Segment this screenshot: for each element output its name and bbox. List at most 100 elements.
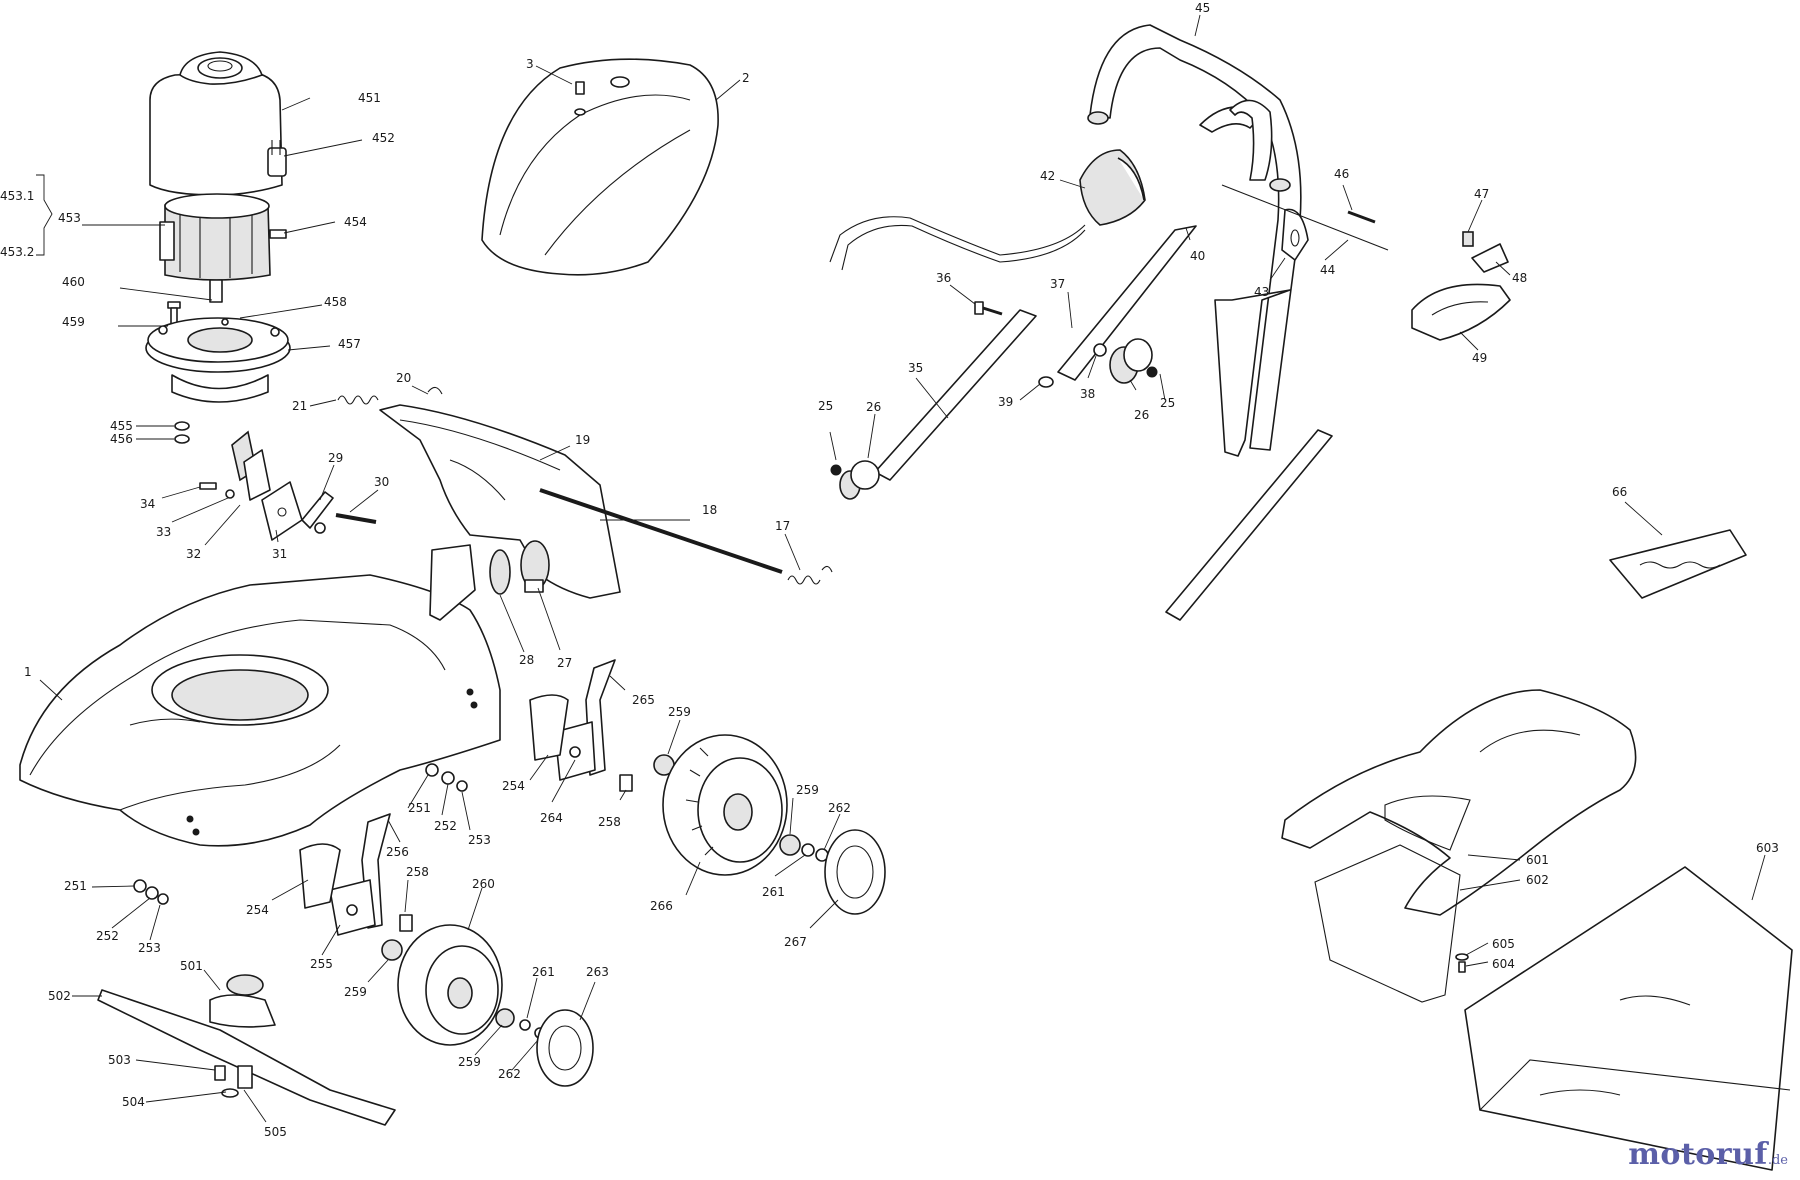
- washer-261-rear: [801, 843, 815, 857]
- label-45: 45: [1195, 1, 1210, 15]
- label-32: 32: [186, 547, 201, 561]
- label-252b: 252: [96, 929, 119, 943]
- label-253a: 253: [468, 833, 491, 847]
- upper-handle-45: [1087, 24, 1302, 451]
- label-35: 35: [908, 361, 923, 375]
- screw-36: [974, 301, 1003, 316]
- label-49: 49: [1472, 351, 1487, 365]
- label-40: 40: [1190, 249, 1205, 263]
- label-261a: 261: [762, 885, 785, 899]
- label-30: 30: [374, 475, 389, 489]
- label-33: 33: [156, 525, 171, 539]
- bolt-258-upper: [619, 774, 633, 792]
- gear-259-front: [381, 939, 403, 961]
- washer-456: [174, 434, 190, 444]
- label-502: 502: [48, 989, 71, 1003]
- bracket-255: [329, 879, 376, 936]
- label-3: 3: [526, 57, 534, 71]
- switch-box-42: [1079, 149, 1146, 226]
- label-601: 601: [1526, 853, 1549, 867]
- screw-3: [574, 81, 586, 116]
- label-29: 29: [328, 451, 343, 465]
- label-459: 459: [62, 315, 85, 329]
- screw-604-605: [1455, 953, 1469, 973]
- label-259b: 259: [796, 783, 819, 797]
- label-454: 454: [344, 215, 367, 229]
- label-43: 43: [1254, 285, 1269, 299]
- bracket-264: [554, 721, 596, 781]
- part-labels: 1 2 3 17 18 19 20 21 25 26 25 26 27 28 2…: [0, 1, 1779, 1139]
- rear-flap-19: [379, 404, 621, 599]
- label-66: 66: [1612, 485, 1627, 499]
- grass-box-frame-602: [1314, 844, 1461, 1003]
- label-47: 47: [1474, 187, 1489, 201]
- label-26b: 26: [1134, 408, 1149, 422]
- label-456: 456: [110, 432, 133, 446]
- leader-lines: [39, 14, 1766, 1123]
- hinge-27: [520, 540, 550, 593]
- hubcap-262-263: [519, 1009, 594, 1087]
- label-603: 603: [1756, 841, 1779, 855]
- label-266: 266: [650, 899, 673, 913]
- label-259c: 259: [344, 985, 367, 999]
- label-263: 263: [586, 965, 609, 979]
- gear-259-front-2: [495, 1008, 515, 1028]
- lever-29: [301, 491, 334, 534]
- label-261b: 261: [532, 965, 555, 979]
- label-19: 19: [575, 433, 590, 447]
- label-504: 504: [122, 1095, 145, 1109]
- label-262a: 262: [828, 801, 851, 815]
- label-48: 48: [1512, 271, 1527, 285]
- blade-bolts-503-505: [214, 1065, 253, 1098]
- label-605: 605: [1492, 937, 1515, 951]
- cable: [829, 216, 1086, 271]
- watermark-tld: .de: [1767, 1153, 1788, 1168]
- front-wheel-260: [397, 924, 503, 1046]
- label-27: 27: [557, 656, 572, 670]
- label-251a: 251: [408, 801, 431, 815]
- label-38: 38: [1080, 387, 1095, 401]
- label-453-1: 453.1: [0, 189, 34, 203]
- watermark-logo: motoruf.de: [1628, 1137, 1788, 1172]
- label-253b: 253: [138, 941, 161, 955]
- rod-44: [1221, 184, 1389, 251]
- label-2: 2: [742, 71, 750, 85]
- label-505: 505: [264, 1125, 287, 1139]
- motor-flange-457-458: [145, 317, 291, 403]
- label-259d: 259: [458, 1055, 481, 1069]
- blade-502: [97, 989, 396, 1126]
- grass-box-bag-603: [1464, 866, 1793, 1171]
- bracket-254-lower: [299, 843, 341, 909]
- label-460: 460: [62, 275, 85, 289]
- label-265: 265: [632, 693, 655, 707]
- label-457: 457: [338, 337, 361, 351]
- clip-20: [427, 386, 443, 395]
- label-452: 452: [372, 131, 395, 145]
- motor-cover-451: [149, 51, 283, 196]
- label-254b: 254: [246, 903, 269, 917]
- motor-stator-453: [159, 193, 271, 281]
- bracket-32-33: [231, 430, 271, 501]
- label-503: 503: [108, 1053, 131, 1067]
- label-604: 604: [1492, 957, 1515, 971]
- bracket-254-upper: [529, 694, 569, 761]
- axle-rod-18: [539, 488, 783, 574]
- label-28: 28: [519, 653, 534, 667]
- label-254a: 254: [502, 779, 525, 793]
- label-256: 256: [386, 845, 409, 859]
- grass-box-lid-601: [1281, 689, 1637, 916]
- label-42: 42: [1040, 169, 1055, 183]
- label-259a: 259: [668, 705, 691, 719]
- label-25a: 25: [818, 399, 833, 413]
- hubcap-262-267: [815, 829, 886, 915]
- label-258a: 258: [598, 815, 621, 829]
- motor-screw-454: [269, 229, 287, 239]
- label-258b: 258: [406, 865, 429, 879]
- label-21: 21: [292, 399, 307, 413]
- motor-terminal-452: [267, 140, 287, 177]
- label-451: 451: [358, 91, 381, 105]
- bracket-453-group: [36, 174, 53, 256]
- accessory-bag-66: [1609, 529, 1747, 599]
- handle-bar-section-35: [874, 309, 1037, 481]
